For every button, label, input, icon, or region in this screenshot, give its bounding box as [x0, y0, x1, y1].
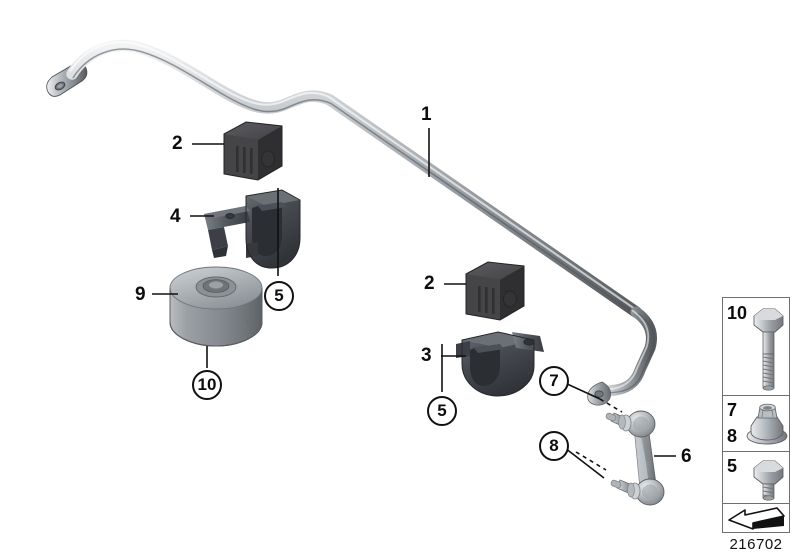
part-vibration-damper — [169, 266, 263, 347]
callout-7: 7 — [539, 366, 569, 396]
legend-label-7: 7 — [727, 400, 738, 420]
callout-5-right: 5 — [427, 396, 457, 426]
direction-arrow-icon — [728, 507, 785, 530]
long-hex-bolt-icon — [753, 308, 784, 391]
callout-9: 9 — [135, 284, 146, 305]
part-drop-link — [605, 410, 665, 506]
callout-2-left: 2 — [172, 133, 183, 154]
callout-3: 3 — [421, 345, 432, 366]
legend-label-5: 5 — [727, 456, 738, 476]
callout-4: 4 — [170, 206, 181, 227]
short-hex-bolt-icon — [753, 460, 784, 501]
part-rubber-mount-right — [465, 261, 525, 321]
legend-row-flange-nut: 7 8 — [723, 396, 789, 452]
legend-row-short-bolt: 5 — [723, 452, 789, 504]
part-rubber-mount-left — [223, 121, 283, 181]
legend-label-10: 10 — [727, 303, 748, 323]
callout-1: 1 — [421, 104, 432, 125]
part-bracket-right — [456, 331, 544, 397]
legend-row-direction-arrow — [723, 504, 789, 534]
callout-2-right: 2 — [424, 273, 435, 294]
diagram-part-number: 216702 — [729, 536, 783, 553]
callout-5-left: 5 — [264, 281, 294, 311]
legend-row-long-bolt: 10 — [723, 298, 789, 396]
callout-6: 6 — [681, 446, 692, 467]
callout-10: 10 — [192, 370, 222, 400]
part-bracket-left — [204, 189, 301, 269]
fastener-legend-box: 10 — [722, 297, 790, 533]
part-stabilizer-bar — [46, 39, 657, 406]
leader-lines — [152, 128, 676, 479]
legend-label-8: 8 — [727, 426, 738, 446]
flange-nut-icon — [746, 403, 788, 445]
callout-8: 8 — [539, 431, 569, 461]
leader-lines-dashed — [575, 398, 623, 471]
